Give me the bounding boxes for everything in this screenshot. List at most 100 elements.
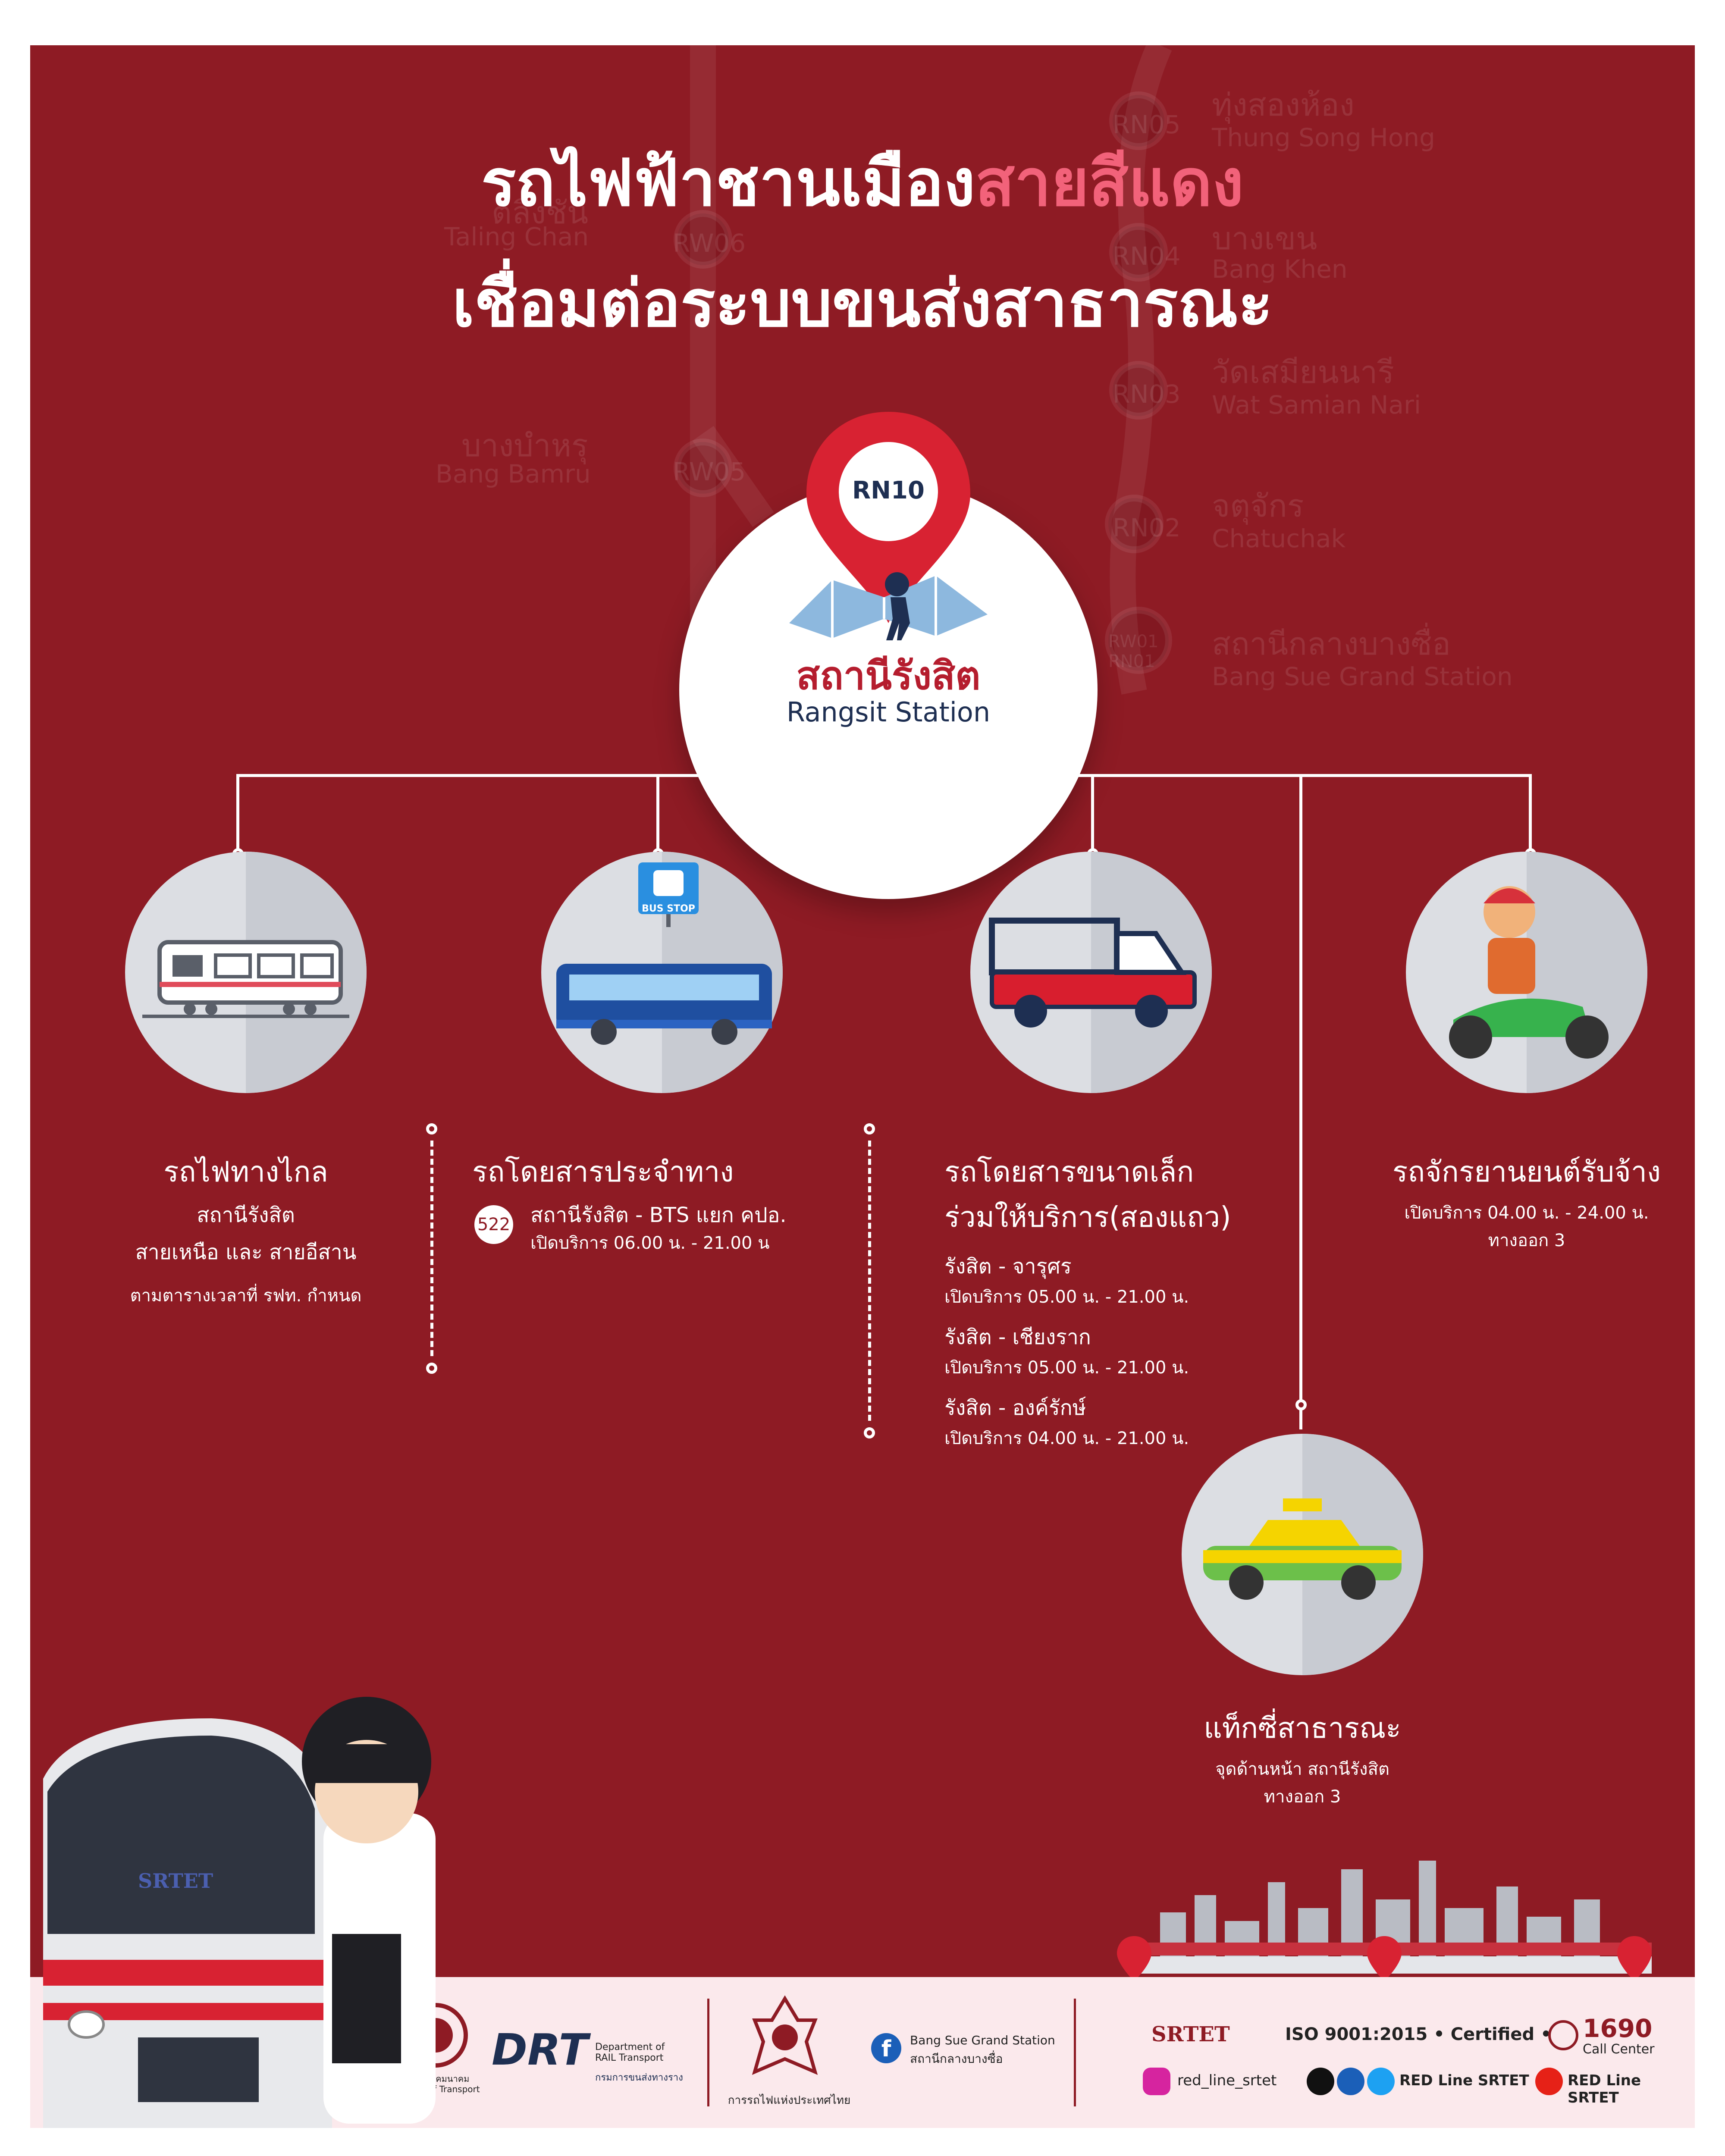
footer-divider: [707, 1999, 709, 2106]
station-name-en: Rangsit Station: [786, 696, 991, 728]
long-train-icon: [142, 940, 349, 1018]
dash-dot: [426, 1123, 437, 1134]
map-station-en: Taling Chan: [444, 222, 589, 251]
songthaew-route-3: รังสิต - องค์รักษ์: [944, 1396, 1086, 1420]
instagram-handle[interactable]: red_line_srtet: [1177, 2072, 1277, 2089]
youtube-icon[interactable]: [1535, 2068, 1563, 2095]
map-station-th: บางบำหรุ: [461, 427, 588, 464]
call-center-label: Call Center: [1583, 2042, 1655, 2057]
songthaew-hours-1: เปิดบริการ 05.00 น. - 21.00 น.: [944, 1287, 1189, 1307]
facebook-icon[interactable]: [1337, 2068, 1364, 2095]
train-srtet-logo: SRTET: [138, 1869, 213, 1893]
songthaew-info: รถโดยสารขนาดเล็ก ร่วมให้บริการ(สองแถว) ร…: [944, 1149, 1289, 1452]
call-center-number[interactable]: 1690: [1583, 2014, 1653, 2043]
map-station-th: บางเขน: [1212, 220, 1317, 257]
srtet-logo: SRTET: [1151, 2022, 1230, 2046]
motorbike-hours: เปิดบริการ 04.00 น. - 24.00 น.: [1404, 1203, 1649, 1223]
motorbike-taxi-icon: [1449, 886, 1609, 1059]
dash-dot: [864, 1123, 875, 1134]
city-skyline-illustration: [1117, 1861, 1652, 1981]
bus-stop-label: BUS STOP: [642, 903, 695, 914]
footer-divider: [1074, 1999, 1076, 2106]
drt-name-th: กรมการขนส่งทางราง: [595, 2072, 683, 2083]
long-train-title: รถไฟทางไกล: [163, 1155, 328, 1188]
bus-icon: [556, 964, 772, 1045]
songthaew-hours-3: เปิดบริการ 04.00 น. - 21.00 น.: [944, 1429, 1189, 1448]
map-code-rn01: RW01 RN01: [1108, 632, 1159, 671]
fb-station-th[interactable]: สถานีกลางบางซื่อ: [910, 2052, 1003, 2066]
map-station-th: วัดเสมียนนารี: [1212, 354, 1394, 390]
twitter-icon[interactable]: [1367, 2068, 1395, 2095]
songthaew-route-1: รังสิต - จารุศร: [944, 1254, 1072, 1279]
bus-stop-sign-icon: [638, 862, 699, 927]
map-station-en: Thung Song Hong: [1212, 123, 1435, 152]
connector-line: [656, 774, 659, 854]
background-route-map: [674, 45, 1172, 695]
long-train-note: ตามตารางเวลาที่ รฟท. กำหนด: [130, 1286, 362, 1306]
songthaew-icon: [989, 918, 1197, 1028]
map-station-en: Chatuchak: [1212, 524, 1346, 553]
fb-station-en[interactable]: Bang Sue Grand Station: [910, 2033, 1055, 2047]
map-station-en: Bang Sue Grand Station: [1212, 662, 1513, 691]
bus-title: รถโดยสารประจำทาง: [472, 1155, 734, 1188]
instagram-icon[interactable]: [1143, 2068, 1170, 2095]
taxi-info: แท็กซี่สาธารณะ จุดด้านหน้า สถานีรังสิต ท…: [1143, 1705, 1462, 1810]
map-pin-icon: [806, 412, 970, 623]
title-prefix: รถไฟฟ้าชานเมือง: [481, 146, 975, 221]
map-station-en: Bang Bamru: [436, 459, 591, 489]
station-name-th: สถานีรังสิต: [796, 653, 981, 699]
social-handle-1[interactable]: RED Line SRTET: [1399, 2072, 1529, 2089]
connector-arc: [746, 774, 1034, 828]
title-highlight: สายสีแดง: [975, 146, 1244, 221]
map-station-th: ทุ่งสองห้อง: [1212, 87, 1355, 123]
bus-hours: เปิดบริการ 06.00 น. - 21.00 น: [530, 1233, 770, 1253]
connector-line: [236, 774, 750, 777]
dash-dot: [426, 1363, 437, 1374]
map-code-rn02: RN02: [1113, 513, 1181, 542]
connector-line: [1031, 774, 1529, 777]
map-code-rn04: RN04: [1113, 241, 1181, 271]
title-line-2: เชื่อมต่อระบบขนส่งสาธารณะ: [452, 266, 1273, 342]
taxi-icon: [1203, 1498, 1402, 1600]
taxi-location: จุดด้านหน้า สถานีรังสิต: [1215, 1759, 1389, 1779]
motorbike-info: รถจักรยานยนต์รับจ้าง เปิดบริการ 04.00 น.…: [1350, 1149, 1695, 1254]
songthaew-hours-2: เปิดบริการ 05.00 น. - 21.00 น.: [944, 1358, 1189, 1378]
songthaew-title-2: ร่วมให้บริการ(สองแถว): [944, 1200, 1231, 1234]
long-train-lines: สายเหนือ และ สายอีสาน: [135, 1240, 357, 1264]
connector-line: [1529, 774, 1532, 854]
map-station-en: Wat Samian Nari: [1212, 390, 1421, 420]
map-code-rw06: RW06: [673, 229, 746, 258]
iso-certified: ISO 9001:2015 • Certified •: [1285, 2024, 1552, 2044]
phone-icon: [1548, 2020, 1578, 2050]
srt-emblem-icon: [752, 1995, 818, 2075]
taxi-title: แท็กซี่สาธารณะ: [1204, 1711, 1401, 1745]
social-handle-2[interactable]: RED Line SRTET: [1568, 2072, 1641, 2106]
drt-logo: DRT: [492, 2024, 588, 2075]
motorbike-exit: ทางออก 3: [1488, 1231, 1565, 1250]
taxi-exit: ทางออก 3: [1264, 1787, 1341, 1807]
motorbike-title: รถจักรยานยนต์รับจ้าง: [1392, 1155, 1661, 1188]
facebook-icon[interactable]: f: [871, 2033, 901, 2063]
tiktok-icon[interactable]: [1307, 2068, 1334, 2095]
bus-info: รถโดยสารประจำทาง: [472, 1149, 860, 1194]
map-code-rw05: RW05: [673, 457, 746, 486]
songthaew-title-1: รถโดยสารขนาดเล็ก: [944, 1155, 1194, 1188]
city-map-icon: [789, 572, 988, 640]
map-code-rn05: RN05: [1113, 110, 1181, 139]
map-station-th: จตุจักร: [1212, 488, 1304, 524]
map-station-th: สถานีกลางบางซื่อ: [1212, 626, 1451, 662]
poster: RW06 ตลิ่งชัน Taling Chan RW05 บางบำหรุ …: [30, 45, 1695, 2128]
connector-line: [1091, 774, 1094, 854]
connector-line: [236, 774, 239, 854]
dashed-divider: [868, 1141, 871, 1421]
songthaew-route-2: รังสิต - เชียงราก: [944, 1325, 1091, 1349]
map-station-en: Bang Khen: [1212, 254, 1348, 284]
long-train-info: รถไฟทางไกล สถานีรังสิต สายเหนือ และ สายอ…: [73, 1149, 418, 1309]
station-code: RN10: [852, 476, 925, 505]
bus-route-number: 522: [474, 1205, 513, 1244]
train-front-illustration: [43, 1697, 436, 2128]
map-code-rn03: RN03: [1113, 379, 1181, 409]
connector-line-taxi: [1299, 774, 1302, 1429]
map-station-th: ตลิ่งชัน: [492, 194, 589, 231]
long-train-station: สถานีรังสิต: [197, 1203, 295, 1227]
